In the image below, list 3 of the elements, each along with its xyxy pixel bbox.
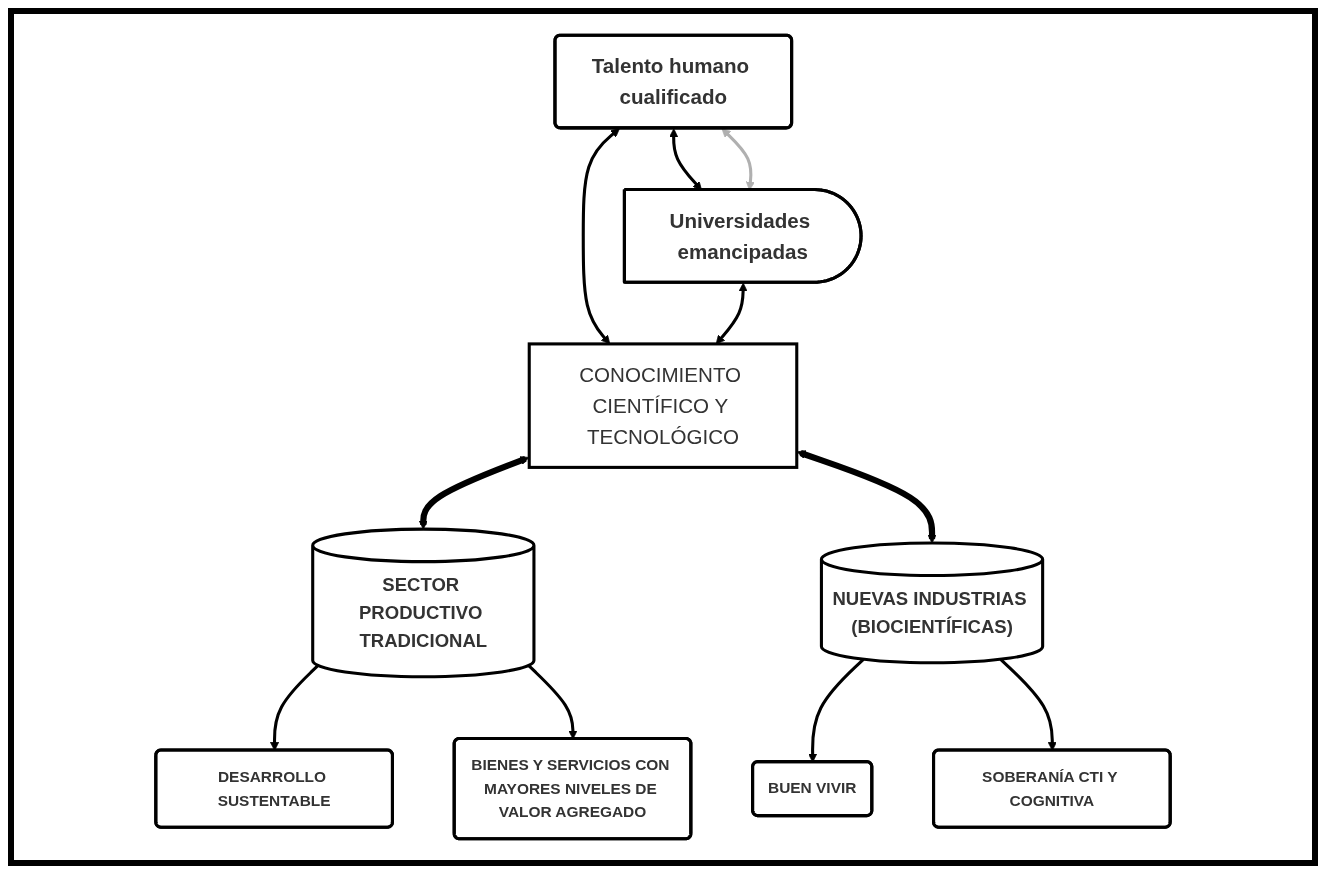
arrow — [999, 658, 1057, 751]
node-box: CONOCIMIENTO CIENTÍFICO Y TECNOLÓGICO — [527, 342, 799, 469]
arrow — [270, 664, 320, 751]
